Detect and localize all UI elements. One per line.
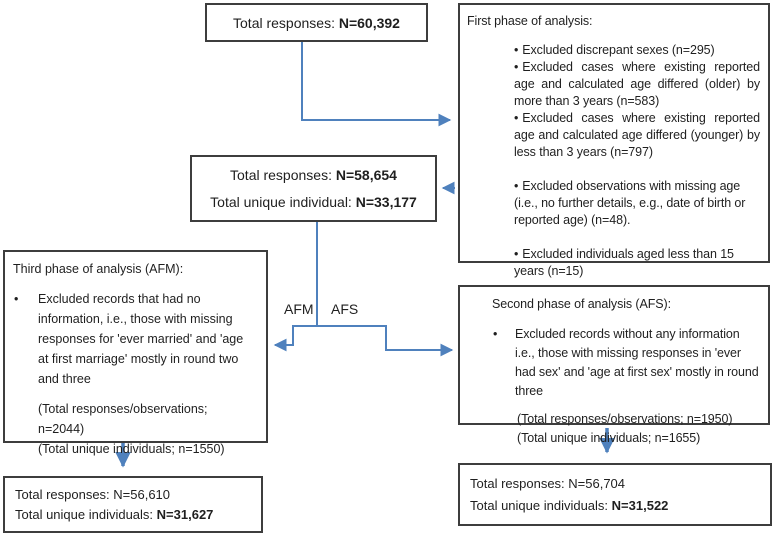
bullet-icon: •: [514, 43, 519, 57]
first-phase-bullet-5-text: Excluded individuals aged less than 15 y…: [514, 247, 734, 278]
second-phase-title: Second phase of analysis (AFS):: [492, 297, 671, 311]
total-responses-label: Total responses:: [233, 14, 339, 31]
arrow-total-to-first-phase: [301, 42, 452, 127]
third-phase-box: Third phase of analysis (AFM): • Excluded…: [3, 250, 268, 456]
first-phase-bullet-4: •Excluded observations with missing age …: [514, 178, 760, 229]
second-phase-box: Second phase of analysis (AFS): • Exclude…: [458, 285, 770, 445]
final-afs-line2-value: N=31,522: [611, 498, 669, 514]
final-afs-line2: Total unique individuals: N=31,522: [470, 498, 760, 513]
first-phase-title: First phase of analysis:: [467, 14, 593, 28]
after-first-line2: Total unique individual: N=33,177: [210, 194, 417, 210]
first-phase-bullet-2: •Excluded cases where existing reported …: [514, 59, 760, 110]
first-phase-bullet-1-text: Excluded discrepant sexes (n=295): [522, 43, 715, 57]
first-phase-bullet-list: •Excluded discrepant sexes (n=295) •Excl…: [514, 42, 760, 280]
third-phase-total-individuals: (Total unique individuals; n=1550): [38, 442, 225, 456]
bullet-icon: •: [514, 60, 519, 74]
after-first-line2-value: N=33,177: [355, 194, 417, 210]
after-first-line1-label: Total responses:: [230, 167, 336, 183]
first-phase-box: First phase of analysis: •Excluded discr…: [458, 3, 770, 278]
arrow-branch-to-third-phase: [273, 325, 294, 352]
first-phase-bullet-3: •Excluded cases where existing reported …: [514, 110, 760, 161]
second-phase-total-responses: (Total responses/observations; n=1950): [517, 412, 733, 426]
third-phase-total-responses: (Total responses/observations; n=2044): [38, 402, 208, 436]
final-afm-box: Total responses: N=56,610 Total unique i…: [3, 476, 263, 533]
bullet-icon: •: [14, 292, 19, 306]
first-phase-bullet-1: •Excluded discrepant sexes (n=295): [514, 42, 760, 59]
final-afs-line1: Total responses: N=56,704: [470, 475, 626, 491]
after-first-line1-value: N=58,654: [335, 167, 397, 183]
first-phase-bullet-3-text: Excluded cases where existing reported a…: [514, 111, 760, 159]
branch-label-afs: AFS: [331, 301, 359, 317]
final-afm-line1: Total responses: N=56,610: [15, 487, 171, 503]
second-phase-bullet-text: Excluded records without any information…: [515, 327, 759, 398]
arrow-branch-to-second-phase: [385, 325, 454, 357]
first-phase-bullet-2-text: Excluded cases where existing reported a…: [514, 60, 760, 108]
third-phase-totals: (Total responses/observations; n=2044) (…: [13, 399, 256, 459]
bullet-icon: •: [514, 247, 519, 261]
final-afs-box: Total responses: N=56,704 Total unique i…: [458, 463, 772, 526]
final-afm-line2-value: N=31,627: [156, 506, 214, 522]
after-first-line2-label: Total unique individual:: [210, 194, 356, 210]
after-first-line1: Total responses: N=58,654: [230, 167, 397, 183]
branch-label-afm: AFM: [284, 301, 314, 317]
bullet-icon: •: [514, 111, 519, 125]
final-afs-line2-label: Total unique individuals:: [470, 498, 612, 514]
after-first-phase-box: Total responses: N=58,654 Total unique i…: [190, 155, 437, 222]
first-phase-bullet-4-text: Excluded observations with missing age (…: [514, 179, 746, 227]
second-phase-total-individuals: (Total unique individuals; n=1655): [517, 431, 701, 445]
total-responses-text: Total responses: N=60,392: [233, 15, 400, 31]
final-afm-line2-label: Total unique individuals:: [15, 506, 157, 522]
bullet-icon: •: [493, 327, 498, 341]
final-afm-line2: Total unique individuals: N=31,627: [15, 507, 251, 522]
second-phase-totals: (Total responses/observations; n=1950) (…: [492, 410, 760, 448]
third-phase-title: Third phase of analysis (AFM):: [13, 262, 184, 276]
third-phase-bullet: • Excluded records that had no informatio…: [13, 289, 256, 389]
third-phase-bullet-text: Excluded records that had no information…: [38, 292, 244, 386]
bullet-icon: •: [514, 179, 519, 193]
total-responses-value: N=60,392: [338, 14, 400, 31]
first-phase-bullet-5: •Excluded individuals aged less than 15 …: [514, 246, 760, 280]
connector-after-to-branch: [293, 222, 386, 327]
second-phase-bullet: • Excluded records without any informatio…: [492, 325, 760, 401]
total-responses-box: Total responses: N=60,392: [205, 3, 428, 42]
